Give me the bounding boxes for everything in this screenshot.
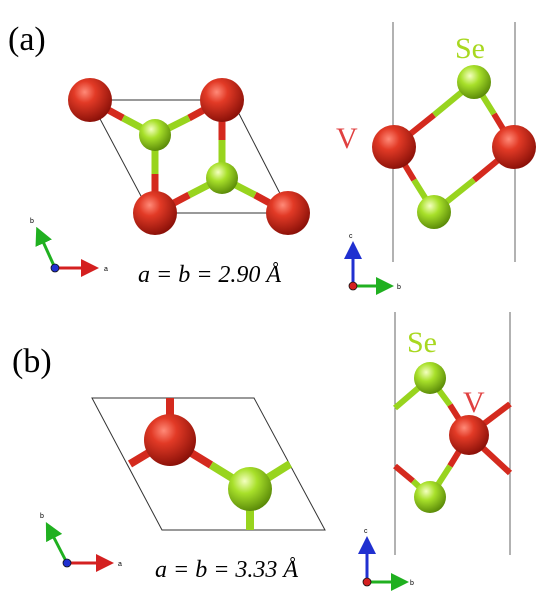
axis-label-c: c (364, 528, 368, 535)
label-v: V (463, 386, 485, 419)
panel-a-axes-bc: c b (344, 233, 401, 295)
selenium-atom (417, 195, 451, 229)
panel-b-axes-bc: c b (358, 528, 414, 591)
selenium-atom (206, 162, 238, 194)
lattice-constant-a: a = b = 2.90 Å (138, 262, 281, 288)
panel-a-side-view: Se V (336, 22, 536, 262)
panel-b: (b) a b a = b = 3.33 Å (12, 312, 513, 591)
label-se: Se (407, 326, 437, 359)
bonds (127, 398, 293, 530)
panel-b-side-view: Se V (393, 312, 513, 555)
selenium-atom (139, 119, 171, 151)
axis-label-b: b (410, 580, 414, 587)
lattice-constant-b: a = b = 3.33 Å (155, 557, 298, 583)
panel-a-axes-ab: a b (30, 218, 108, 277)
axis-label-b: b (40, 513, 44, 520)
selenium-atom (414, 362, 446, 394)
panel-a: (a) a b (8, 21, 536, 295)
selenium-atom (414, 481, 446, 513)
vanadium-atom (266, 191, 310, 235)
vanadium-atom (68, 78, 112, 122)
vanadium-atom (372, 125, 416, 169)
panel-a-label: (a) (8, 21, 46, 58)
panel-b-label: (b) (12, 343, 52, 380)
axis-label-a: a (104, 266, 108, 273)
axis-label-b: b (397, 284, 401, 291)
vanadium-atom (133, 191, 177, 235)
axis-label-a: a (118, 561, 122, 568)
vanadium-atom (449, 415, 489, 455)
panel-b-top-view (91, 397, 326, 531)
panel-a-top-view (68, 78, 310, 235)
axis-label-b: b (30, 218, 34, 225)
selenium-atom (228, 467, 272, 511)
vanadium-atom (200, 78, 244, 122)
label-se: Se (455, 32, 485, 65)
panel-b-axes-ab: a b (40, 513, 122, 572)
vanadium-atom (492, 125, 536, 169)
label-v: V (336, 122, 358, 155)
vanadium-atom (144, 414, 196, 466)
axis-label-c: c (349, 233, 353, 240)
unit-cell-outline (91, 397, 326, 531)
selenium-atom (457, 65, 491, 99)
